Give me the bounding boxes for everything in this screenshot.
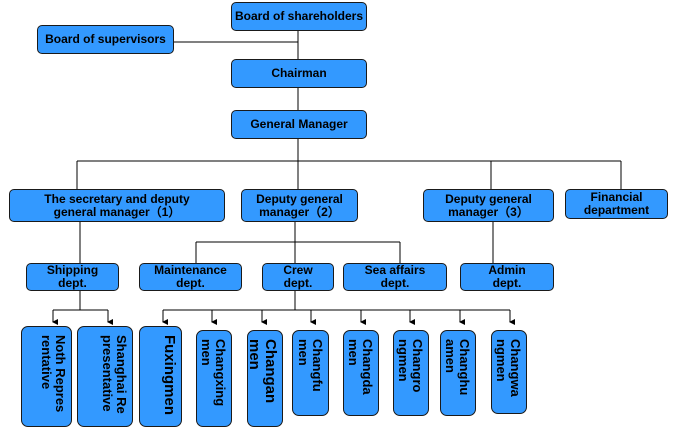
node-label: Noth Repres rentative <box>39 335 68 413</box>
node-label: Board of supervisors <box>45 32 166 46</box>
node-shanghai-representative[interactable]: Shanghai Re presentative <box>77 326 133 427</box>
node-label: Financial department <box>583 190 650 217</box>
node-label: Changan men <box>247 339 279 404</box>
node-label: Shanghai Re presentative <box>100 335 129 414</box>
node-changfumen[interactable]: Changfu men <box>292 330 329 416</box>
node-label: General Manager <box>250 117 348 131</box>
node-deputy-gm-3[interactable]: Deputy general manager（3） <box>423 189 554 222</box>
node-label: Changda men <box>346 339 375 395</box>
node-label: Fuxingmen <box>161 335 178 416</box>
node-label: Chairman <box>271 66 327 80</box>
node-fuxingmen[interactable]: Fuxingmen <box>139 326 182 427</box>
node-secretary-deputy-gm-1[interactable]: The secretary and deputy general manager… <box>9 189 225 222</box>
node-maintenance-dept[interactable]: Maintenance dept. <box>139 263 242 291</box>
node-label: Maintenance dept. <box>154 263 227 290</box>
node-north-representative[interactable]: Noth Repres rentative <box>21 326 72 427</box>
node-label: Changwa ngmen <box>494 339 523 397</box>
node-board-of-shareholders[interactable]: Board of shareholders <box>231 2 367 31</box>
node-admin-dept[interactable]: Admin dept. <box>460 263 554 291</box>
node-deputy-gm-2[interactable]: Deputy general manager（2） <box>241 189 358 222</box>
node-label: Changro ngmen <box>396 339 425 393</box>
node-label: Changxing men <box>199 339 228 407</box>
node-label: Changfu men <box>296 339 325 392</box>
node-label: Deputy general manager（2） <box>256 191 343 219</box>
node-chairman[interactable]: Chairman <box>231 59 367 88</box>
node-board-of-supervisors[interactable]: Board of supervisors <box>37 25 174 54</box>
node-label: Admin dept. <box>488 263 526 290</box>
node-changhuamen[interactable]: Changhu amen <box>440 330 476 416</box>
node-label: Board of shareholders <box>234 9 364 23</box>
node-financial-department[interactable]: Financial department <box>565 189 668 219</box>
node-changwangmen[interactable]: Changwa ngmen <box>491 330 527 414</box>
node-label: The secretary and deputy general manager… <box>44 191 190 219</box>
node-label: Crew dept. <box>283 263 313 290</box>
node-general-manager[interactable]: General Manager <box>231 110 367 139</box>
node-changxingmen[interactable]: Changxing men <box>196 330 232 427</box>
node-label: Changhu amen <box>443 339 472 396</box>
node-label: Shipping dept. <box>46 263 99 290</box>
node-changdamen[interactable]: Changda men <box>343 330 379 416</box>
node-label: Deputy general manager（3） <box>445 191 532 219</box>
node-label: Sea affairs dept. <box>364 263 426 290</box>
node-shipping-dept[interactable]: Shipping dept. <box>26 263 119 291</box>
node-changrongmen[interactable]: Changro ngmen <box>393 330 429 416</box>
node-crew-dept[interactable]: Crew dept. <box>262 263 334 291</box>
node-changanmen[interactable]: Changan men <box>247 330 283 427</box>
node-sea-affairs-dept[interactable]: Sea affairs dept. <box>343 263 447 291</box>
